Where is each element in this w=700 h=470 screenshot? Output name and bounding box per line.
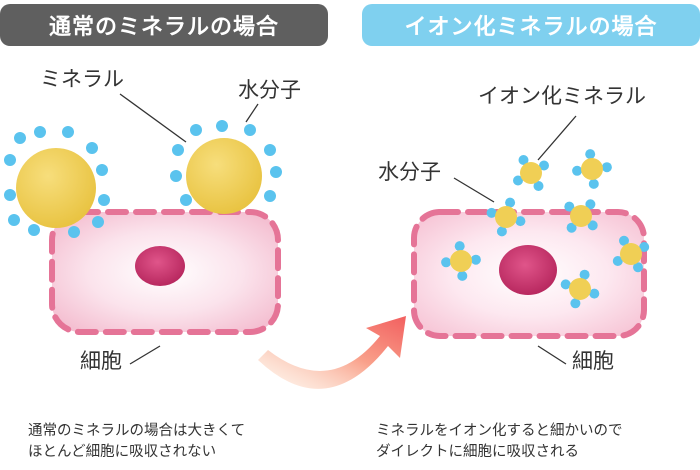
water-molecule-dot: [570, 298, 581, 309]
pointer-cell-right: [537, 345, 567, 365]
header-normal-mineral: 通常のミネラルの場合: [0, 4, 328, 46]
water-molecule-dot: [612, 256, 623, 266]
label-water-right: 水分子: [378, 160, 441, 184]
caption-normal-line1: 通常のミネラルの場合は大きくて: [28, 423, 246, 439]
ion-mineral-core: [520, 162, 542, 184]
water-molecule-dot: [585, 199, 596, 210]
nucleus-ionized: [499, 245, 557, 295]
water-molecule-dot: [486, 207, 497, 218]
water-molecule-dot: [587, 220, 598, 231]
ion-mineral-cluster: [560, 269, 600, 309]
ion-mineral-core: [570, 205, 592, 227]
ion-mineral-cluster: [486, 197, 526, 237]
ion-mineral-cluster: [572, 149, 612, 189]
ion-mineral-core: [495, 206, 517, 228]
water-molecule-dot: [539, 160, 549, 171]
caption-normal: 通常のミネラルの場合は大きくて ほとんど細胞に吸収されない: [28, 421, 245, 463]
cell-ionized: [411, 209, 647, 339]
water-molecule-dot: [454, 241, 465, 252]
ion-mineral-core: [620, 243, 642, 265]
ion-mineral-core: [581, 158, 603, 180]
water-molecule-dot: [589, 288, 600, 299]
label-cell-right: 細胞: [572, 349, 614, 373]
water-molecule-dot: [585, 149, 596, 160]
water-molecule-dot: [496, 226, 507, 237]
ion-mineral-cluster: [441, 241, 481, 281]
water-molecule-dot: [457, 270, 468, 281]
pointer-water-right: [453, 177, 495, 203]
water-molecule-dot: [588, 178, 599, 189]
water-molecule-dot: [533, 181, 544, 191]
water-molecule-dot: [566, 222, 577, 233]
water-molecule-dot: [470, 254, 481, 265]
water-molecule-dot: [441, 257, 452, 268]
cell-normal: [49, 209, 281, 335]
ion-mineral-cluster: [612, 235, 650, 273]
nucleus-normal: [135, 246, 185, 286]
pointer-cell-left: [129, 345, 161, 365]
water-molecule-dot: [639, 242, 650, 252]
water-molecule-dot: [619, 235, 629, 246]
water-molecule-dot: [579, 269, 590, 280]
water-molecule-dot: [515, 216, 526, 227]
water-molecule-dot: [513, 175, 523, 186]
ion-mineral-cluster: [564, 199, 598, 233]
ion-mineral-core: [569, 278, 591, 300]
mineral-large-right: [170, 120, 282, 214]
water-molecule-dot: [518, 155, 529, 165]
water-molecule-dot: [601, 162, 612, 173]
caption-ionized: ミネラルをイオン化すると細かいので ダイレクトに細胞に吸収される: [376, 421, 623, 463]
water-molecule-dot: [572, 165, 583, 176]
label-cell-left: 細胞: [80, 349, 122, 373]
header-ionized-mineral: イオン化ミネラルの場合: [362, 4, 700, 46]
header-ionized-text: イオン化ミネラルの場合: [404, 15, 658, 40]
caption-ionized-line2: ダイレクトに細胞に吸収される: [376, 444, 579, 460]
pointer-mineral: [119, 93, 187, 143]
caption-ionized-line1: ミネラルをイオン化すると細かいので: [376, 423, 623, 439]
water-molecule-dot: [633, 262, 643, 273]
water-molecule-dot: [564, 201, 575, 212]
pointer-water-left: [245, 103, 259, 123]
label-mineral: ミネラル: [40, 67, 124, 91]
ion-mineral-cluster: [513, 155, 549, 191]
ion-clusters: [441, 149, 650, 309]
ion-mineral-core: [450, 250, 472, 272]
caption-normal-line2: ほとんど細胞に吸収されない: [28, 444, 217, 460]
label-ion-mineral: イオン化ミネラル: [478, 84, 646, 108]
mineral-large-left: [4, 126, 110, 238]
header-normal-text: 通常のミネラルの場合: [48, 15, 279, 40]
absorption-arrow: [258, 316, 406, 389]
water-molecule-dot: [505, 197, 516, 208]
water-molecule-dot: [560, 279, 571, 290]
pointer-ion-mineral: [537, 115, 577, 161]
label-water-left: 水分子: [238, 78, 301, 102]
